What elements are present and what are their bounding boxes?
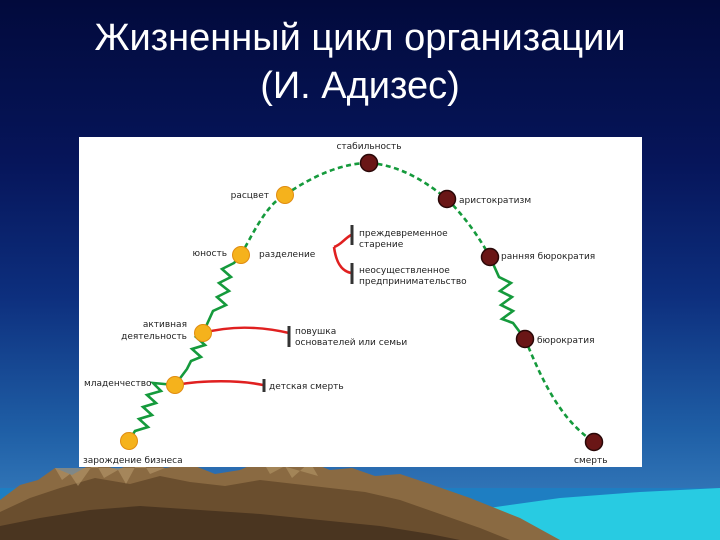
- label-premature-aging-1: преждевременное: [359, 229, 448, 239]
- label-active-2: деятельность: [121, 332, 187, 342]
- stage-bloom-marker: [276, 186, 294, 204]
- label-early-bureaucracy: ранняя бюрократия: [501, 252, 595, 262]
- stage-early-bureaucracy-marker: [480, 247, 500, 267]
- label-founder-trap-1: повушка: [295, 327, 336, 337]
- separation-upper-arrow: [333, 233, 352, 249]
- label-premature-aging-2: старение: [359, 240, 404, 250]
- stage-infancy-marker: [166, 376, 184, 394]
- stage-birth-marker: [120, 432, 138, 450]
- curve-active-youth: [201, 254, 242, 334]
- lifecycle-diagram: зарождение бизнеса младенчество активная…: [79, 137, 642, 467]
- curve-birth-infancy: [127, 381, 176, 442]
- label-founder-trap-2: основателей или семьи: [295, 338, 407, 348]
- label-death: смерть: [574, 456, 608, 466]
- title-line-1: Жизненный цикл организации: [94, 17, 626, 59]
- stage-death-marker: [584, 432, 604, 452]
- curve-bureaucracy-death: [523, 338, 595, 444]
- label-birth: зарождение бизнеса: [83, 456, 183, 466]
- label-active-1: активная: [143, 320, 187, 330]
- label-separation: разделение: [259, 250, 316, 260]
- label-youth: юность: [193, 249, 227, 259]
- title-line-2: (И. Адизес): [260, 65, 460, 107]
- curve-decline-wiggle: [488, 256, 527, 340]
- label-unrealized-1: неосуществленное: [359, 266, 450, 276]
- founder-trap-arrow: [202, 326, 290, 335]
- stage-bureaucracy-marker: [515, 329, 535, 349]
- curve-aristocracy-early-bureaucracy: [446, 198, 492, 258]
- label-bloom: расцвет: [231, 191, 269, 201]
- label-stability: стабильность: [336, 142, 401, 152]
- stage-stability-marker: [359, 153, 379, 173]
- curve-youth-bloom: [239, 193, 286, 256]
- label-infancy: младенчество: [84, 379, 152, 389]
- mountains-illustration: [0, 458, 720, 540]
- label-unrealized-2: предпринимательство: [359, 277, 467, 287]
- stage-youth-marker: [232, 246, 250, 264]
- infant-death-arrow: [174, 379, 264, 387]
- separation-lower-arrow: [332, 246, 352, 275]
- curve-bloom-stability: [284, 161, 370, 197]
- slide-title: Жизненный цикл организации (И. Адизес): [0, 14, 720, 110]
- label-infant-death: детская смерть: [269, 382, 344, 392]
- label-aristocracy: аристократизм: [459, 196, 531, 206]
- stage-active-marker: [194, 324, 212, 342]
- stage-aristocracy-marker: [437, 189, 457, 209]
- curve-stability-aristocracy: [368, 161, 448, 201]
- label-bureaucracy: бюрократия: [537, 336, 595, 346]
